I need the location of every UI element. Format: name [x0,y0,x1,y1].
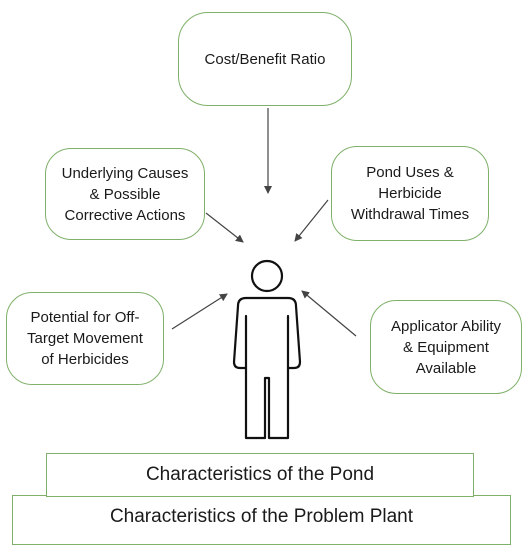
arrow-upper-right [294,199,329,242]
person-icon [232,259,302,440]
applicator-text: Applicator Ability & Equipment Available [391,316,501,379]
pond-characteristics-label: Characteristics of the Pond [145,464,375,485]
arrow-lower-left [171,293,228,330]
cost-benefit-node: Cost/Benefit Ratio [178,12,352,106]
pond-characteristics-base: Characteristics of the Pond [46,453,474,497]
person-head [250,259,284,293]
off-target-text: Potential for Off- Target Movement of He… [27,307,143,370]
applicator-line-1: Applicator Ability [390,317,502,335]
underlying-causes-node: Underlying Causes & Possible Corrective … [45,148,205,240]
pond-uses-text: Pond Uses & Herbicide Withdrawal Times [351,162,469,225]
underlying-causes-line-1: Underlying Causes [61,164,189,182]
underlying-causes-line-3: Corrective Actions [64,206,186,224]
arrow-upper-left [205,212,244,243]
applicator-node: Applicator Ability & Equipment Available [370,300,522,394]
applicator-line-3: Available [415,359,477,377]
off-target-node: Potential for Off- Target Movement of He… [6,292,164,385]
pond-uses-line-2: Herbicide [378,185,442,202]
cost-benefit-label: Cost/Benefit Ratio [204,50,326,68]
pond-uses-line-3: Withdrawal Times [350,206,470,223]
pond-uses-line-1: Pond Uses & [366,164,454,181]
arrow-lower-right [301,290,357,337]
pond-uses-node: Pond Uses & Herbicide Withdrawal Times [331,146,489,241]
off-target-line-2: Target Movement [27,330,143,347]
plant-characteristics-base: Characteristics of the Problem Plant [12,495,511,545]
person-body [232,296,302,440]
underlying-causes-text: Underlying Causes & Possible Corrective … [62,163,189,226]
plant-characteristics-label: Characteristics of the Problem Plant [109,506,414,527]
off-target-line-1: Potential for Off- [30,309,140,326]
person-arm-lines [244,314,290,370]
applicator-line-2: & Equipment [403,338,489,356]
underlying-causes-line-2: & Possible [89,185,161,203]
off-target-line-3: of Herbicides [41,351,129,368]
